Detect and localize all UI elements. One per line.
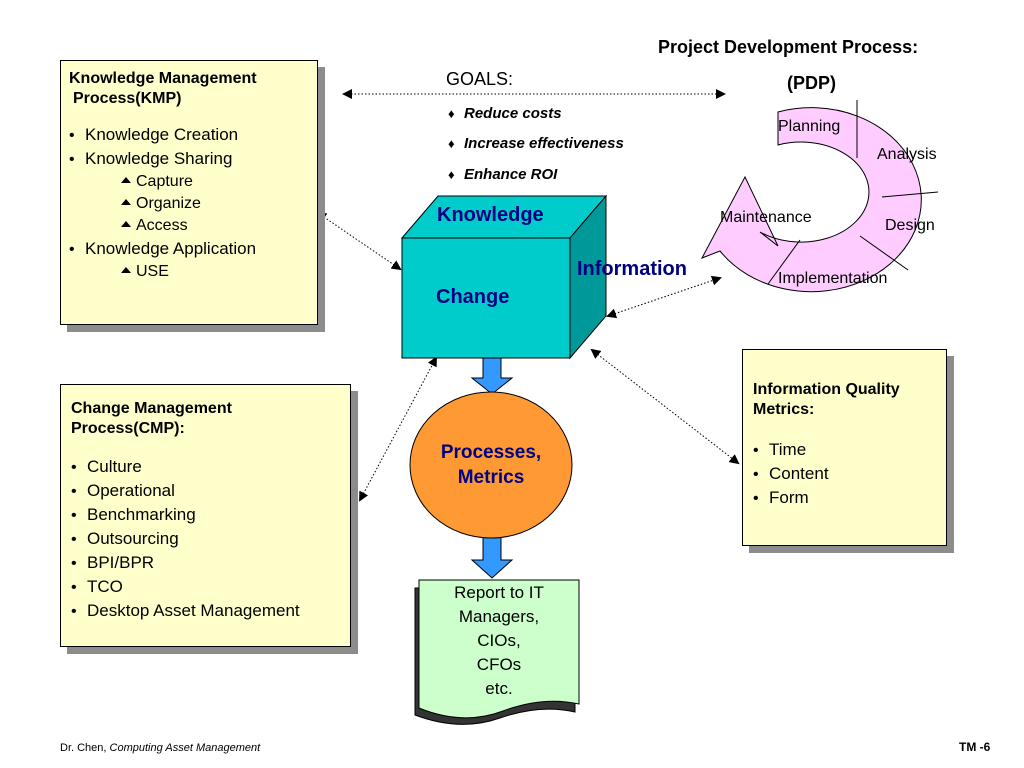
goal-item: ♦Enhance ROI xyxy=(448,166,558,183)
kmp-item: •Knowledge Application xyxy=(69,239,257,258)
report-line: Managers, xyxy=(458,607,540,626)
iqm-box: Information Quality Metrics: •Time •Cont… xyxy=(742,349,947,546)
report-document xyxy=(414,579,580,725)
connectors xyxy=(316,89,740,502)
report-line: CIOs, xyxy=(477,631,521,650)
goal-item: ♦Reduce costs xyxy=(448,105,562,122)
cmp-item: •Outsourcing xyxy=(71,529,179,548)
pdp-stage-planning: Planning xyxy=(778,118,841,135)
pdp-title-line2: (PDP) xyxy=(787,73,836,93)
kmp-subitem: Organize xyxy=(69,193,309,215)
cube-label-change: Change xyxy=(436,286,510,308)
cube-label-information: Information xyxy=(577,258,687,280)
connector-cube-iqm xyxy=(590,348,740,465)
cube xyxy=(400,194,608,360)
report-text: Report to IT Managers, CIOs, CFOs etc. xyxy=(419,581,579,701)
pdp-divider-3 xyxy=(859,235,909,271)
processes-circle xyxy=(409,391,573,539)
kmp-title-line2: Process(KMP) xyxy=(73,90,182,107)
footer-credit: Dr. Chen, Computing Asset Management xyxy=(60,742,260,754)
down-arrow-1 xyxy=(470,357,514,395)
pdp-title-line1: Project Development Process: xyxy=(658,37,919,57)
kmp-box: Knowledge Management Process(KMP) •Knowl… xyxy=(60,60,318,325)
pdp-cycle-ring xyxy=(700,107,922,293)
cmp-title-line2: Process(CMP): xyxy=(71,420,185,437)
report-line: etc. xyxy=(485,679,513,698)
iqm-title-line2: Metrics: xyxy=(753,401,815,418)
pdp-stage-maintenance: Maintenance xyxy=(720,209,812,226)
footer-course: Computing Asset Management xyxy=(109,742,261,754)
processes-line2: Metrics xyxy=(457,467,525,488)
cmp-item: •Culture xyxy=(71,457,142,476)
iqm-item: •Time xyxy=(753,440,807,459)
footer-author: Dr. Chen, xyxy=(60,742,107,754)
kmp-item: •Knowledge Creation xyxy=(69,125,239,144)
kmp-item: •Knowledge Sharing xyxy=(69,149,233,168)
cmp-item: •Desktop Asset Management xyxy=(71,601,300,620)
kmp-subitem: Access xyxy=(69,215,309,237)
footer-page-number: TM -6 xyxy=(959,740,991,754)
connector-kmp-cube xyxy=(316,211,402,271)
cmp-item: •TCO xyxy=(71,577,123,596)
pdp-divider-4 xyxy=(767,239,801,285)
connector-cube-pdp xyxy=(606,275,722,319)
pdp-stage-design: Design xyxy=(885,217,935,234)
goals-title: GOALS: xyxy=(446,69,514,89)
cmp-title-line1: Change Management xyxy=(71,400,232,417)
goal-item: ♦Increase effectiveness xyxy=(448,135,624,152)
iqm-item: •Form xyxy=(753,488,809,507)
connector-cmp-cube xyxy=(359,356,437,502)
pdp-stage-implementation: Implementation xyxy=(778,270,888,287)
cube-label-knowledge: Knowledge xyxy=(437,204,544,226)
cmp-box: Change Management Process(CMP): •Culture… xyxy=(60,384,351,647)
kmp-title-line1: Knowledge Management xyxy=(69,70,257,87)
pdp-stage-analysis: Analysis xyxy=(877,146,937,163)
processes-label: Processes, Metrics xyxy=(410,440,572,490)
cmp-item: •Operational xyxy=(71,481,175,500)
cmp-item: •BPI/BPR xyxy=(71,553,155,572)
cmp-item: •Benchmarking xyxy=(71,505,196,524)
pdp-cycle xyxy=(700,100,939,293)
kmp-subitem: USE xyxy=(69,261,309,283)
kmp-subitem: Capture xyxy=(69,171,309,193)
down-arrow-2 xyxy=(470,536,514,579)
report-line: CFOs xyxy=(476,655,522,674)
pdp-divider-2 xyxy=(881,191,939,198)
iqm-item: •Content xyxy=(753,464,829,483)
report-line: Report to IT xyxy=(454,583,544,602)
cube-front-face xyxy=(401,237,571,359)
processes-line1: Processes, xyxy=(440,442,542,463)
iqm-title-line1: Information Quality xyxy=(753,381,900,398)
